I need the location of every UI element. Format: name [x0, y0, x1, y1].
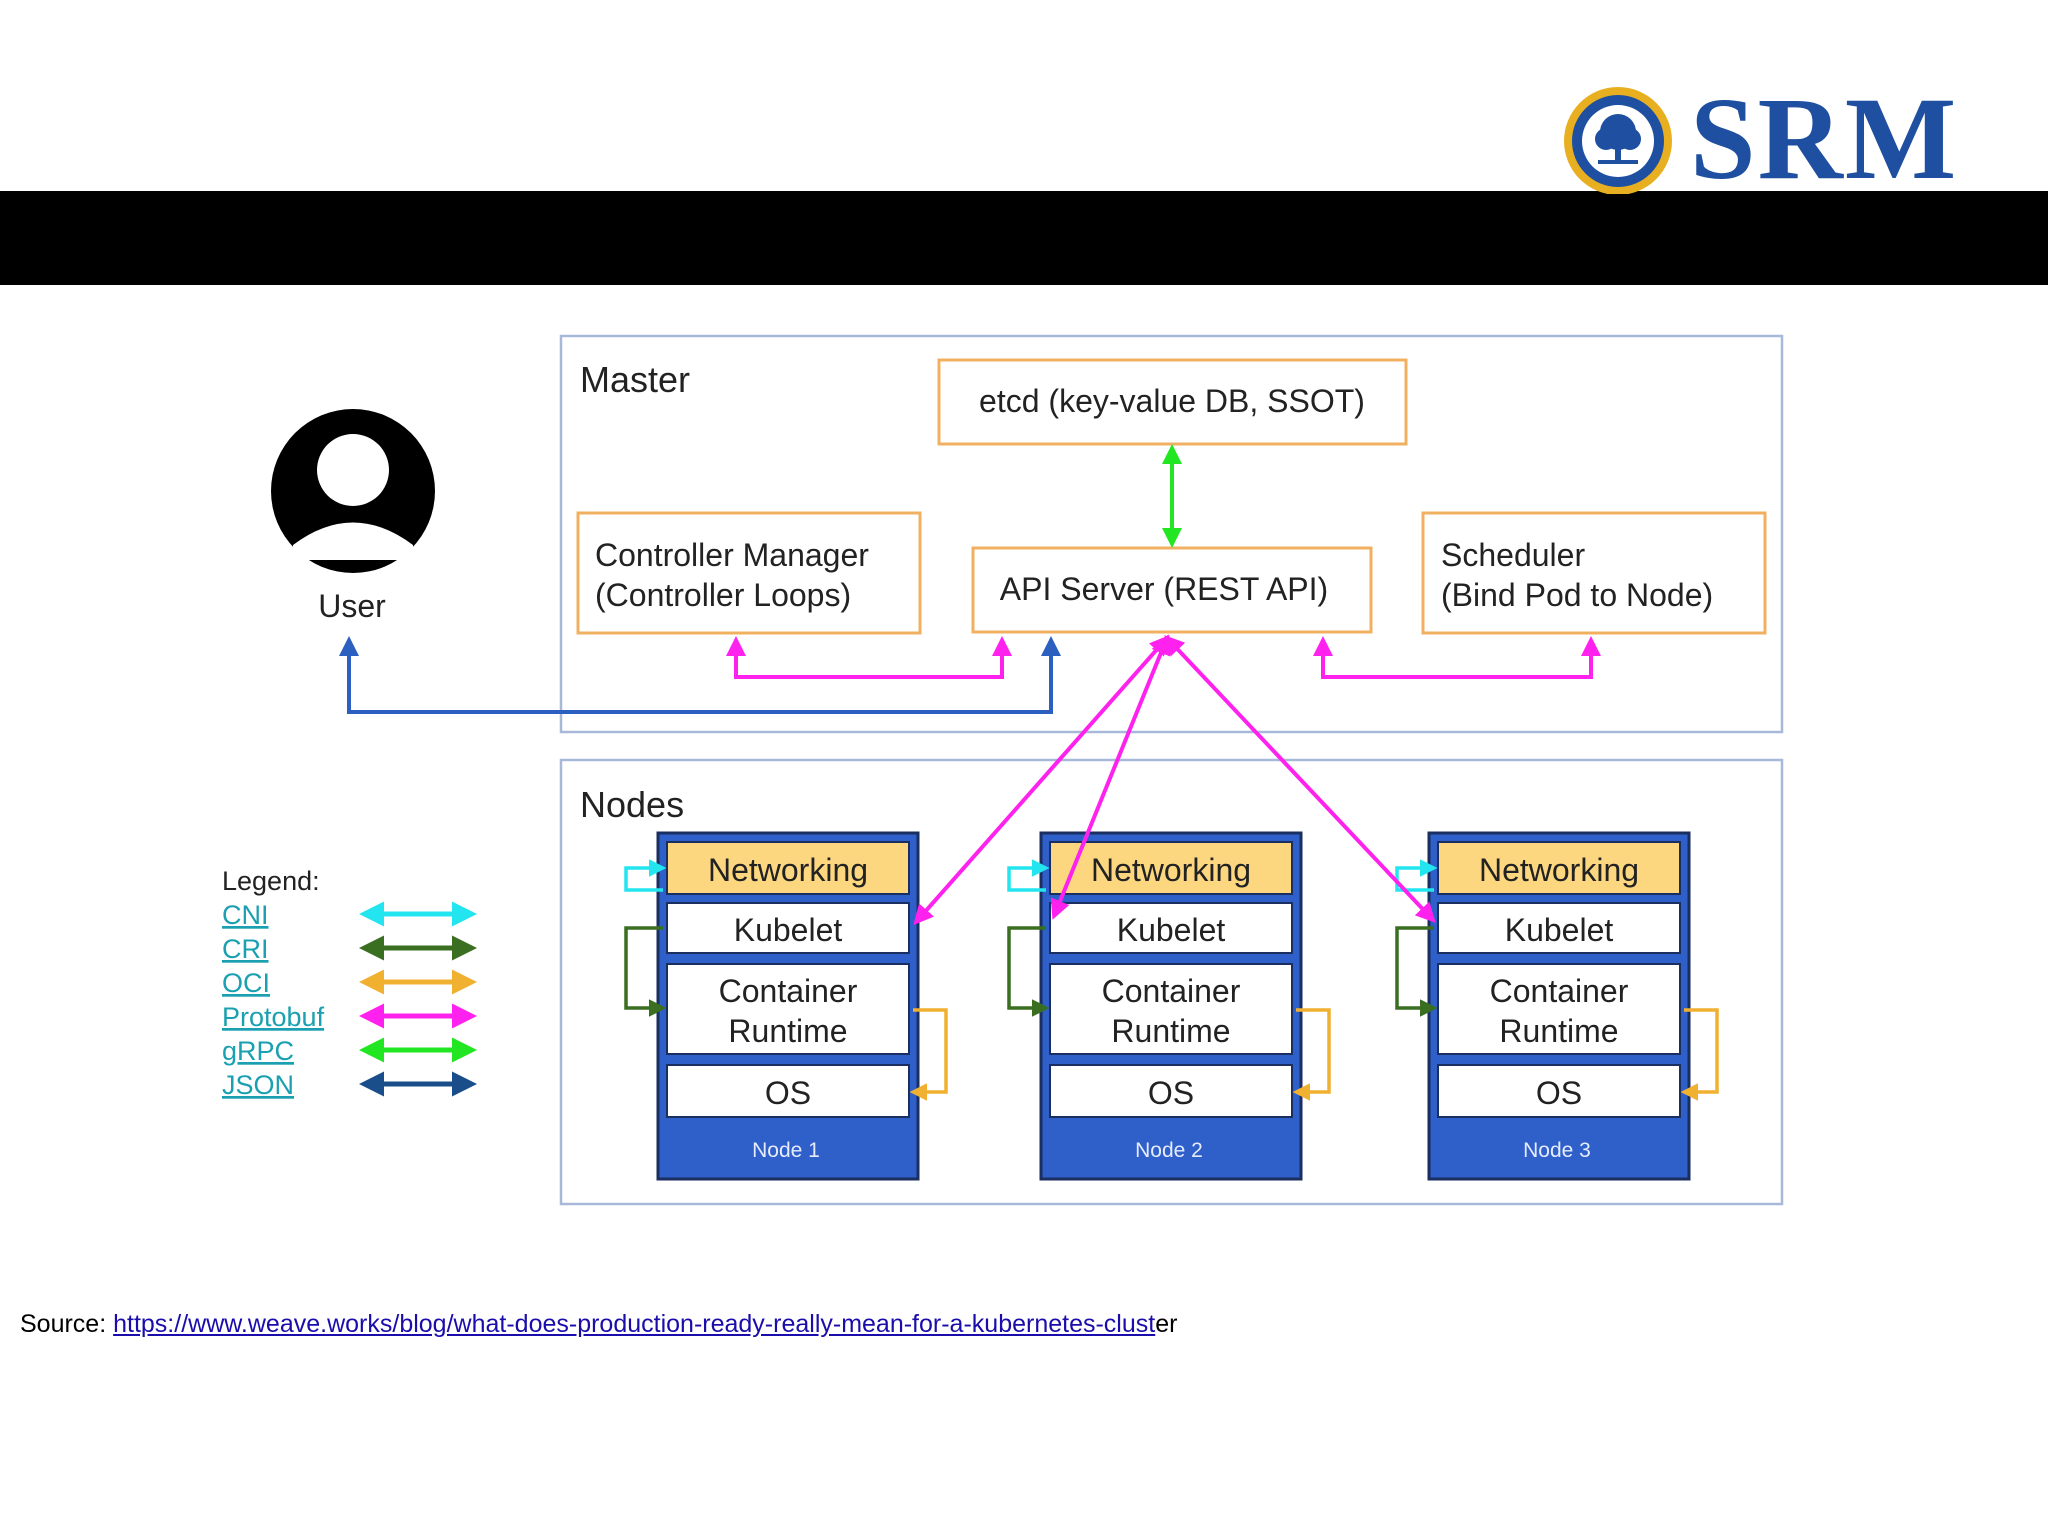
runtime-line1: Container	[719, 973, 858, 1009]
kubelet-label: Kubelet	[1117, 912, 1226, 948]
networking-label: Networking	[1091, 852, 1251, 888]
container-runtime-box	[1437, 963, 1681, 1055]
networking-label: Networking	[708, 852, 868, 888]
title-bar	[0, 191, 2048, 285]
source-link[interactable]: https://www.weave.works/blog/what-does-p…	[113, 1310, 1156, 1338]
cri-arrow	[1007, 926, 1050, 1017]
master-title: Master	[580, 359, 690, 400]
kubelet-label: Kubelet	[1505, 912, 1614, 948]
cri-arrow	[624, 926, 667, 1017]
legend-label-oci: OCI	[222, 968, 270, 998]
legend-label-json: JSON	[222, 1070, 294, 1100]
networking-box	[666, 841, 910, 895]
runtime-line2: Runtime	[728, 1013, 847, 1049]
os-label: OS	[1148, 1075, 1194, 1111]
source-citation: Source: https://www.weave.works/blog/wha…	[20, 1310, 1177, 1339]
controller-manager-line2: (Controller Loops)	[595, 577, 851, 613]
os-label: OS	[765, 1075, 811, 1111]
container-runtime-box	[1049, 963, 1293, 1055]
runtime-line1: Container	[1490, 973, 1629, 1009]
controller-manager-line1: Controller Manager	[595, 537, 869, 573]
source-prefix: Source:	[20, 1310, 114, 1338]
os-box	[1049, 1064, 1293, 1118]
scheduler-line2: (Bind Pod to Node)	[1441, 577, 1713, 613]
legend-label-grpc: gRPC	[222, 1036, 294, 1066]
networking-box	[1437, 841, 1681, 895]
logo-text: SRM	[1690, 73, 1959, 204]
etcd-label: etcd (key-value DB, SSOT)	[979, 383, 1365, 419]
scheduler-api-arrow	[1313, 636, 1601, 679]
api-kubelet3-arrow	[1164, 635, 1436, 923]
os-label: OS	[1536, 1075, 1582, 1111]
controller-api-arrow	[726, 636, 1012, 679]
node-name: Node 1	[752, 1139, 820, 1162]
cni-arrow	[624, 859, 667, 892]
api-server-label: API Server (REST API)	[1000, 571, 1328, 607]
node-3: Networking Kubelet Container Runtime OS …	[1395, 831, 1719, 1181]
os-box	[1437, 1064, 1681, 1118]
legend-title: Legend:	[222, 866, 320, 896]
legend-label-cri: CRI	[222, 934, 269, 964]
runtime-line2: Runtime	[1499, 1013, 1618, 1049]
user-icon	[271, 409, 435, 573]
scheduler-box	[1421, 511, 1767, 635]
node-name: Node 2	[1135, 1139, 1203, 1162]
controller-manager-box	[576, 511, 922, 635]
runtime-line1: Container	[1102, 973, 1241, 1009]
scheduler-line1: Scheduler	[1441, 537, 1585, 573]
legend-label-cni: CNI	[222, 900, 269, 930]
nodes-title: Nodes	[580, 784, 684, 825]
cri-arrow	[1395, 926, 1438, 1017]
api-kubelet2-arrow	[1050, 634, 1171, 920]
etcd-box	[937, 358, 1408, 446]
oci-arrow	[1680, 1008, 1719, 1101]
srm-logo	[1564, 87, 1672, 194]
runtime-line2: Runtime	[1111, 1013, 1230, 1049]
oci-arrow	[909, 1008, 948, 1101]
source-tail: er	[1155, 1310, 1178, 1338]
kubelet-box	[666, 902, 910, 954]
kubelet-label: Kubelet	[734, 912, 843, 948]
node-name: Node 3	[1523, 1139, 1591, 1162]
legend: Legend: CNI CRI OCI Protobuf gRPC JSON	[222, 866, 477, 1100]
node-1: Networking Kubelet Container Runtime OS …	[624, 831, 948, 1181]
user-label: User	[318, 588, 386, 624]
oci-arrow	[1292, 1008, 1331, 1101]
os-box	[666, 1064, 910, 1118]
container-runtime-box	[666, 963, 910, 1055]
networking-label: Networking	[1479, 852, 1639, 888]
legend-label-protobuf: Protobuf	[222, 1002, 325, 1032]
node-2: Networking Kubelet Container Runtime OS …	[1007, 831, 1331, 1181]
api-server-box	[971, 546, 1373, 634]
kubelet-box	[1437, 902, 1681, 954]
